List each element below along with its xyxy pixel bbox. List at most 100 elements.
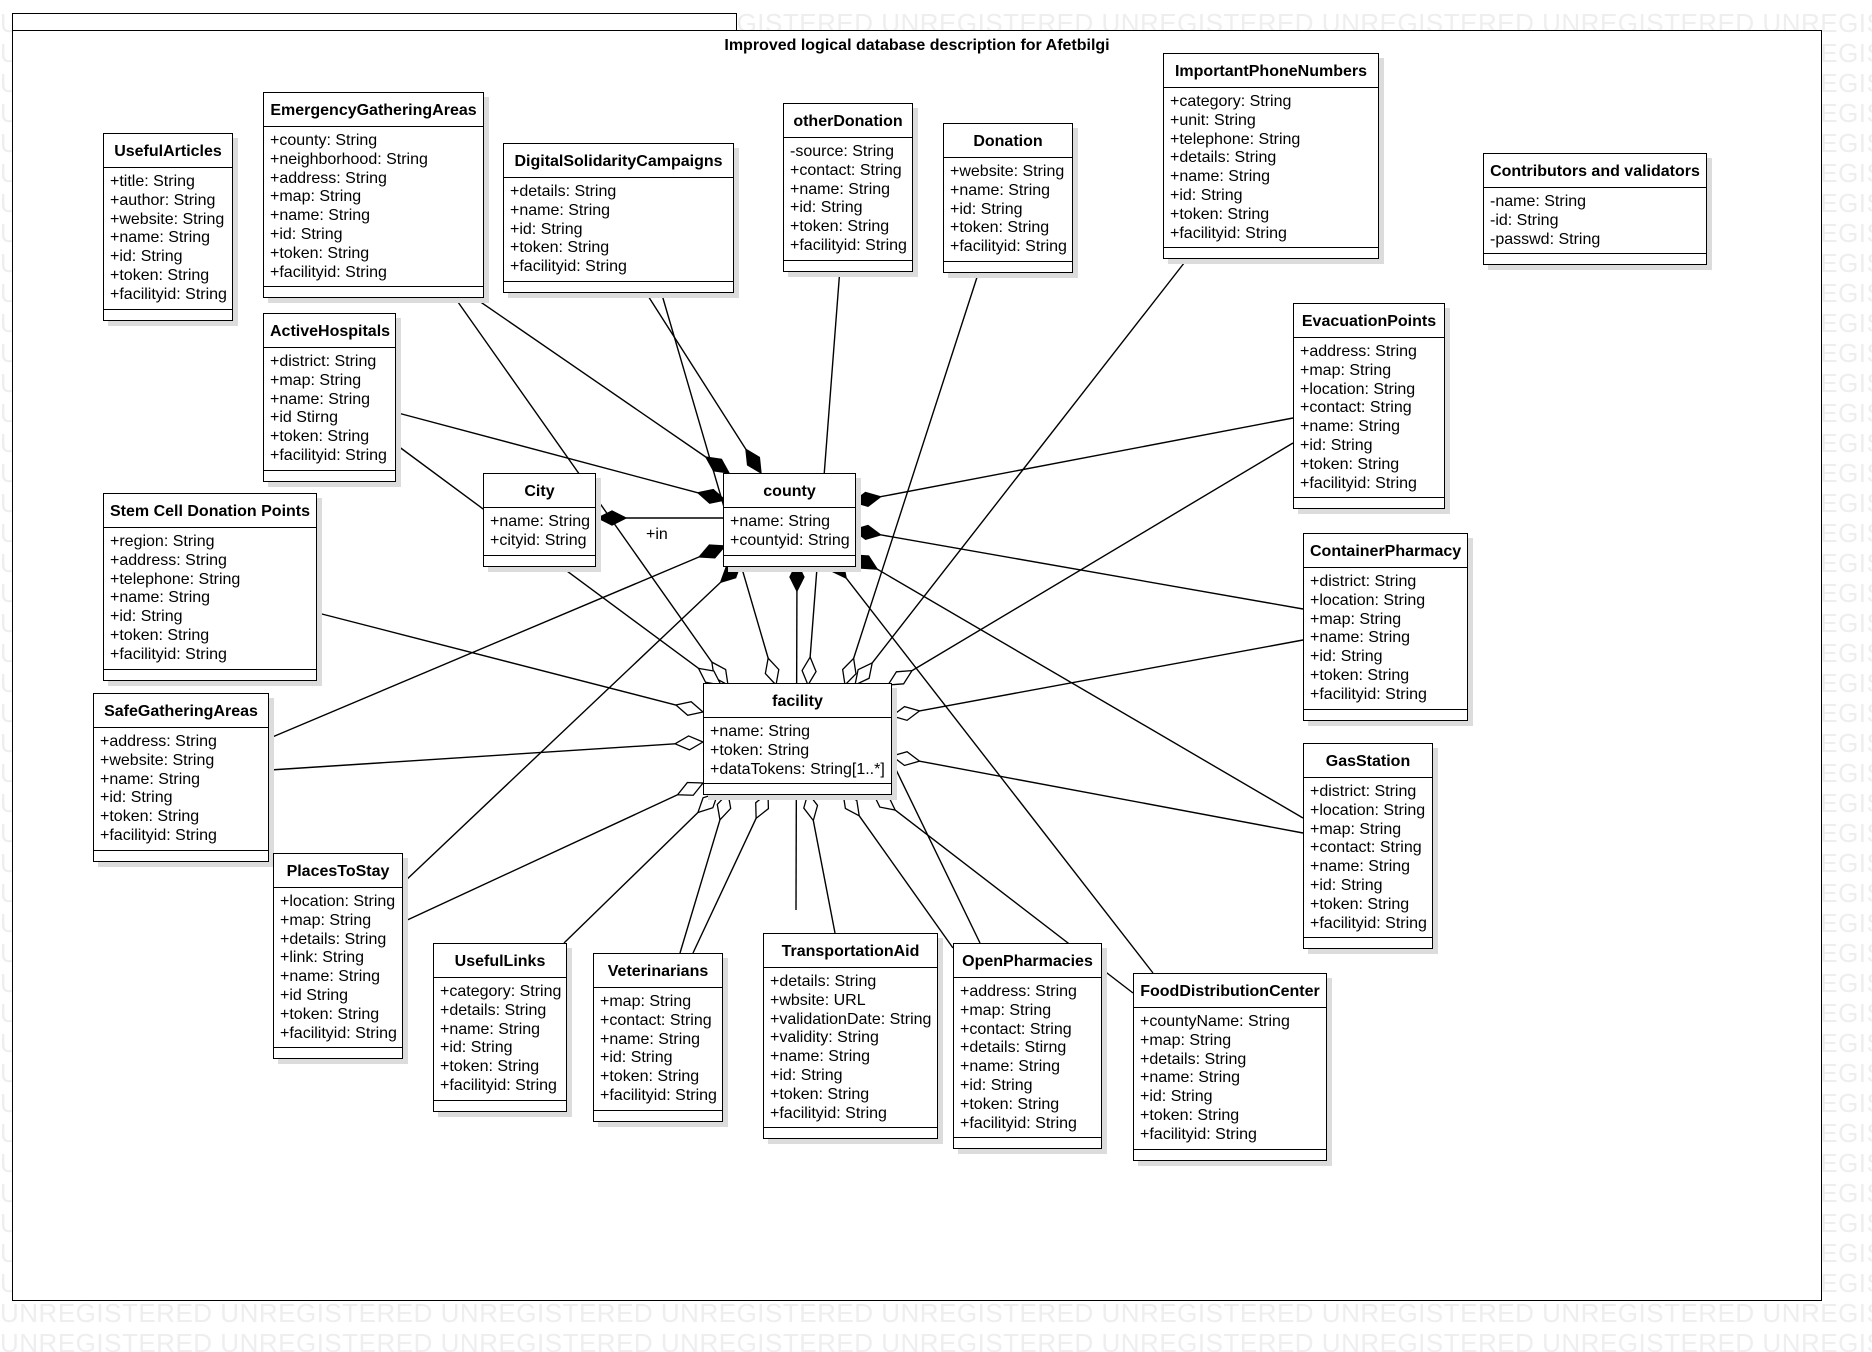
class-attribute: +facilityid: String	[600, 1086, 717, 1104]
class-operations	[104, 308, 232, 320]
class-attribute: +dataTokens: String[1..*]	[710, 760, 885, 778]
class-stem-cell-donation-points[interactable]: Stem Cell Donation Points +region: Strin…	[103, 493, 317, 681]
composition-association[interactable]	[851, 417, 1294, 507]
class-attribute: +id: String	[1140, 1088, 1213, 1106]
class-name: Donation	[944, 124, 1072, 158]
aggregation-association[interactable]	[890, 639, 1304, 722]
class-attribute: +map: String	[1310, 610, 1402, 628]
class-name: GasStation	[1304, 744, 1432, 778]
class-name: Contributors and validators	[1484, 154, 1706, 188]
diagram-title: Improved logical database description fo…	[724, 37, 1110, 54]
class-attribute: +name: String	[1170, 168, 1271, 186]
class-attribute: +wbsite: URL	[770, 991, 866, 1009]
class-attribute: +id: String	[100, 789, 173, 807]
class-operations	[264, 286, 483, 297]
aggregation-association[interactable]	[692, 791, 770, 954]
aggregation-association[interactable]	[269, 735, 705, 771]
composition-association[interactable]	[851, 554, 1304, 819]
diagram-frame-tab	[12, 13, 737, 31]
class-attribute: +map: String	[1310, 820, 1402, 838]
class-name: EvacuationPoints	[1294, 304, 1444, 338]
class-emergencygatheringareas[interactable]: EmergencyGatheringAreas +county: String+…	[263, 92, 484, 299]
aggregation-association[interactable]	[886, 442, 1294, 686]
class-otherdonation[interactable]: otherDonation -source: String+contact: S…	[783, 103, 913, 272]
aggregation-association[interactable]	[563, 791, 720, 944]
class-attribute: +facilityid: String	[1310, 685, 1427, 703]
class-attribute: +facilityid: String	[280, 1024, 397, 1042]
class-attribute: +address: String	[960, 983, 1077, 1000]
aggregation-association[interactable]	[402, 781, 705, 923]
class-attributes: +county: String+neighborhood: String+add…	[264, 127, 483, 286]
class-attribute: +token: String	[510, 239, 610, 257]
class-attribute: +facilityid: String	[950, 238, 1067, 256]
class-containerpharmacy[interactable]: ContainerPharmacy +district: String+loca…	[1303, 533, 1468, 721]
composition-association[interactable]	[596, 510, 725, 526]
class-attribute: +unit: String	[1170, 111, 1256, 129]
class-attribute: +contact: String	[600, 1011, 712, 1029]
class-donation[interactable]: Donation +website: String+name: String+i…	[943, 123, 1073, 273]
class-attribute: +facilityid: String	[1310, 914, 1427, 932]
class-operations	[1484, 253, 1706, 264]
class-attribute: +details: String	[440, 1001, 547, 1019]
association-line	[876, 568, 1304, 819]
class-operations	[1164, 247, 1378, 258]
association-line	[397, 412, 699, 494]
class-attribute: +author: String	[110, 191, 216, 209]
class-attribute: +location: String	[1310, 801, 1426, 819]
class-operations	[1304, 937, 1432, 948]
composition-diamond-icon	[851, 554, 879, 570]
class-digitalsolidaritycampaigns[interactable]: DigitalSolidarityCampaigns +details: Str…	[503, 143, 734, 293]
class-fooddistributioncenter[interactable]: FoodDistributionCenter +countyName: Stri…	[1133, 973, 1327, 1161]
class-activehospitals[interactable]: ActiveHospitals +district: String+map: S…	[263, 313, 396, 482]
class-transportationaid[interactable]: TransportationAid +details: String+wbsit…	[763, 933, 938, 1140]
class-attribute: +name: String	[510, 201, 611, 219]
class-gasstation[interactable]: GasStation +district: String+location: S…	[1303, 743, 1433, 950]
aggregation-diamond-icon	[803, 791, 819, 822]
class-openpharmacies[interactable]: OpenPharmacies +address: String+map: Str…	[953, 943, 1102, 1150]
aggregation-association[interactable]	[842, 791, 954, 949]
class-contributors-and-validators[interactable]: Contributors and validators -name: Strin…	[1483, 153, 1707, 266]
class-usefullinks[interactable]: UsefulLinks +category: String+details: S…	[433, 943, 567, 1112]
class-attribute: +id Stirng	[270, 409, 339, 427]
class-attribute: +name: String	[1300, 418, 1401, 436]
class-attributes: +countyName: String+map: String+details:…	[1134, 1008, 1326, 1149]
aggregation-association[interactable]	[803, 791, 836, 934]
class-facility[interactable]: facility +name: String+token: String+dat…	[703, 683, 892, 796]
aggregation-association[interactable]	[801, 267, 841, 687]
composition-association[interactable]	[642, 287, 762, 475]
class-evacuationpoints[interactable]: EvacuationPoints +address: String+map: S…	[1293, 303, 1445, 510]
class-attribute: +contact: String	[1300, 399, 1412, 417]
class-attribute: +id: String	[1300, 436, 1373, 454]
class-attributes: -name: String-id: String-passwd: String	[1484, 188, 1706, 253]
aggregation-association[interactable]	[854, 257, 1189, 687]
class-county[interactable]: county +name: String+countyid: String	[723, 473, 856, 567]
class-veterinarians[interactable]: Veterinarians +map: String+contact: Stri…	[593, 953, 723, 1122]
association-line	[269, 556, 700, 739]
aggregation-association[interactable]	[659, 287, 780, 687]
class-name: county	[724, 474, 855, 508]
class-importantphonenumbers[interactable]: ImportantPhoneNumbers +category: String+…	[1163, 53, 1379, 260]
class-name: EmergencyGatheringAreas	[264, 93, 483, 127]
class-name: UsefulArticles	[104, 134, 232, 168]
class-usefularticles[interactable]: UsefulArticles +title: String+author: St…	[103, 133, 233, 321]
association-line	[269, 743, 676, 771]
class-name: ImportantPhoneNumbers	[1164, 54, 1378, 88]
association-line	[317, 612, 677, 706]
aggregation-association[interactable]	[841, 267, 981, 687]
aggregation-association[interactable]	[317, 612, 705, 716]
aggregation-association[interactable]	[890, 750, 1304, 834]
class-attribute: +facilityid: String	[510, 258, 627, 276]
class-attribute: +token: String	[1140, 1106, 1240, 1124]
class-safegatheringareas[interactable]: SafeGatheringAreas +address: String+webs…	[93, 693, 269, 862]
composition-association[interactable]	[851, 524, 1304, 610]
class-attribute: +name: String	[490, 513, 591, 530]
class-placestostay[interactable]: PlacesToStay +location: String+map: Stri…	[273, 853, 403, 1060]
composition-association[interactable]	[269, 544, 727, 739]
composition-association[interactable]	[397, 412, 727, 504]
class-city[interactable]: City +name: String+cityid: String	[483, 473, 596, 567]
aggregation-association[interactable]	[679, 791, 732, 954]
composition-association[interactable]	[452, 282, 731, 474]
class-attribute: +name: String	[1310, 629, 1411, 647]
class-attribute: +name: String	[440, 1020, 541, 1038]
class-attributes: +region: String+address: String+telephon…	[104, 528, 316, 669]
